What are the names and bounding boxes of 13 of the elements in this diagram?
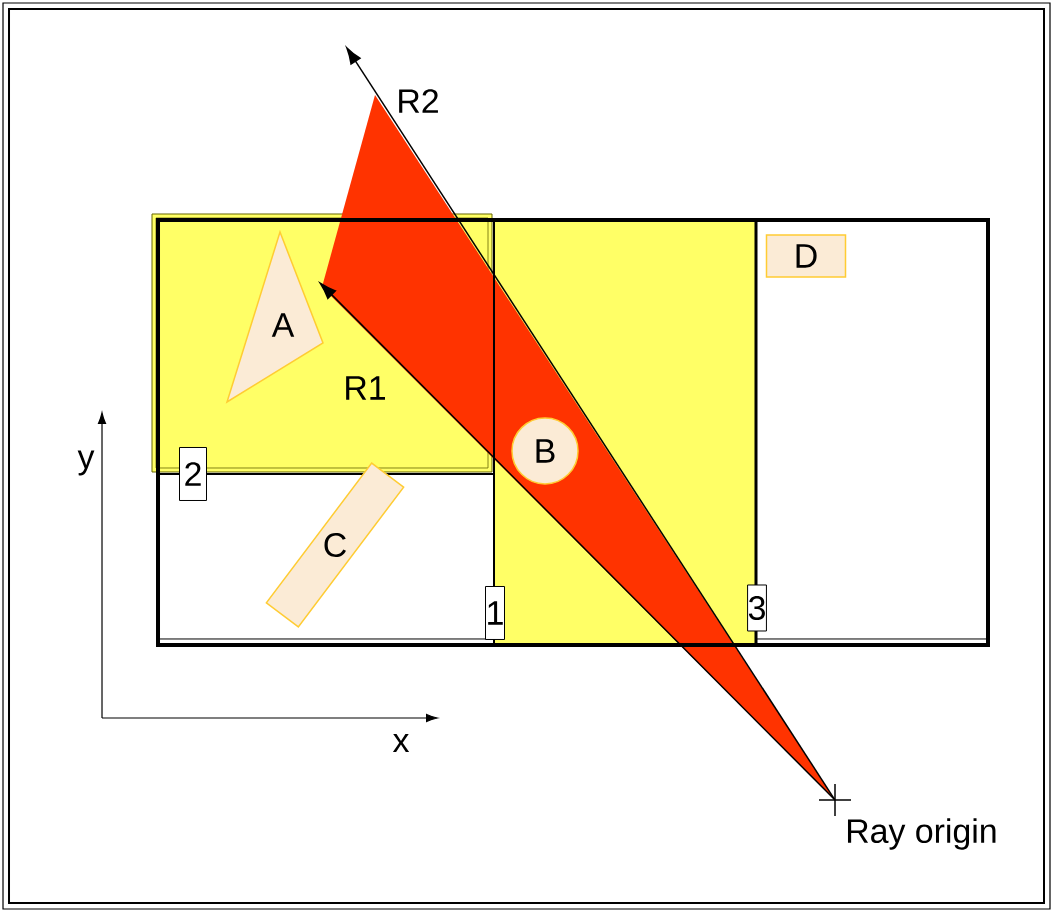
ray-arrow — [319, 282, 836, 801]
cell-number: 1 — [485, 586, 505, 640]
ray-label: R2 — [399, 89, 438, 113]
axis-label: x — [392, 734, 410, 752]
axis-label: y — [77, 450, 95, 476]
cell-number: 3 — [747, 584, 767, 632]
node-label: Ray origin — [848, 818, 996, 850]
circle-object: B — [511, 417, 579, 485]
box-object: C — [265, 462, 405, 628]
box-object: D — [765, 234, 847, 278]
ray-label: R1 — [346, 376, 385, 400]
cell-number: 2 — [179, 447, 207, 501]
ray-origin-marker — [818, 783, 852, 817]
